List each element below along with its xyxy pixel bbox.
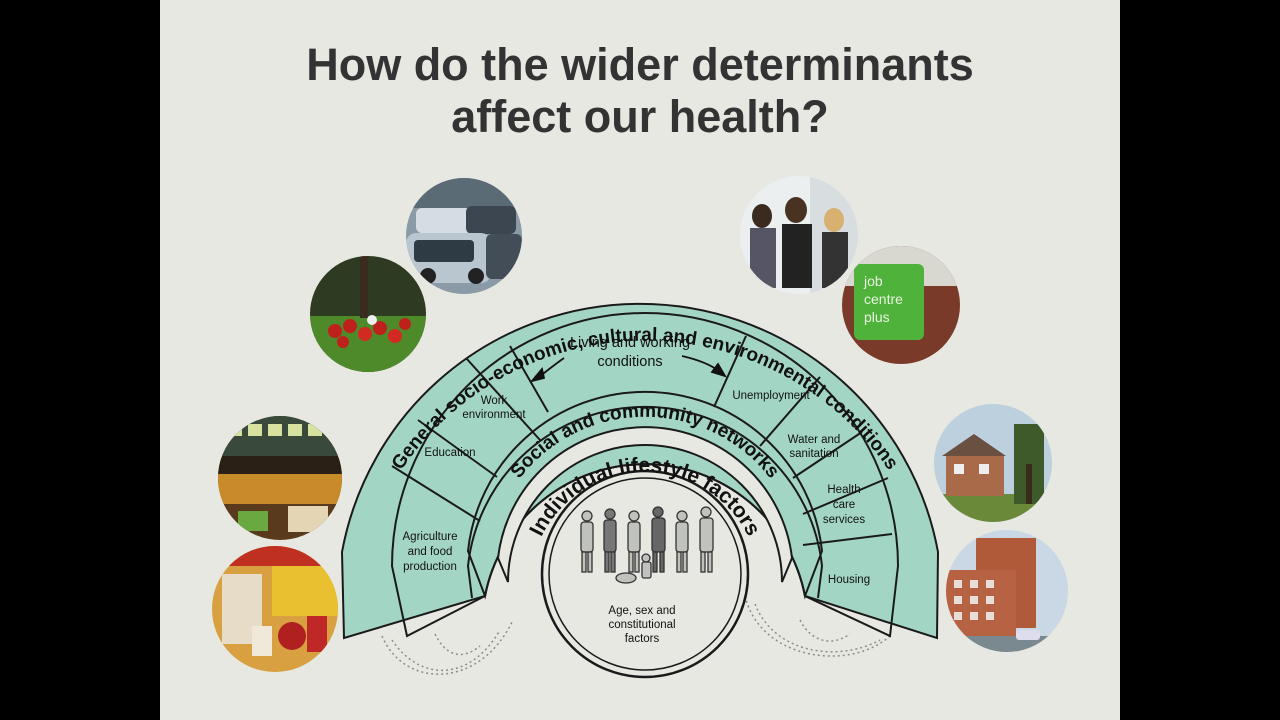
living-working-label-line-1: Living and working [570, 335, 690, 351]
living-working-arrows [529, 355, 727, 383]
slide-title-line-2: affect our health? [451, 91, 829, 142]
health-care-label-line-3: services [823, 514, 865, 526]
segment-dividers [391, 335, 893, 546]
svg-text:job: job [863, 273, 883, 289]
work-environment-label-line-1: Work [481, 395, 508, 407]
water-sanitation-label-line-1: Water and [788, 434, 841, 446]
agriculture-label-line-1: Agriculture [403, 531, 458, 543]
svg-text:plus: plus [864, 309, 890, 325]
core-inner-circle [548, 477, 742, 671]
people-illustration [580, 506, 714, 584]
determinants-rainbow-diagram: General socio-economic, cultural and env… [340, 302, 940, 679]
agriculture-label-line-2: and food [408, 546, 453, 558]
agriculture-label-line-3: production [403, 561, 457, 573]
housing-label: Housing [828, 574, 870, 586]
unemployment-label: Unemployment [732, 390, 810, 402]
inner-band [496, 426, 794, 583]
health-care-label-line-2: care [833, 499, 855, 511]
right-ground-shadow [744, 595, 891, 657]
core-label-line-1: Age, sex and [608, 605, 675, 617]
middle-network-band-outline [466, 405, 824, 599]
health-care-label-line-1: Health [827, 484, 860, 496]
slide-title-line-1: How do the wider determinants [306, 39, 974, 90]
water-sanitation-label-line-2: sanitation [789, 448, 838, 460]
work-environment-label-line-2: environment [462, 409, 526, 421]
off-licence-photo [212, 546, 338, 672]
tower-block-photo [946, 530, 1068, 652]
core-label-line-2: constitutional [608, 619, 675, 631]
core-label-line-3: factors [625, 633, 660, 645]
juice-bar-photo [218, 416, 342, 540]
living-working-label-line-2: conditions [597, 354, 662, 370]
office-meeting-photo [740, 176, 858, 294]
education-label: Education [424, 447, 475, 459]
jobcentre-plus-photo: job centre plus [842, 246, 960, 364]
svg-text:centre: centre [864, 291, 903, 307]
left-ground-shadow [381, 621, 513, 675]
slide: How do the wider determinants affect our… [160, 0, 1120, 720]
